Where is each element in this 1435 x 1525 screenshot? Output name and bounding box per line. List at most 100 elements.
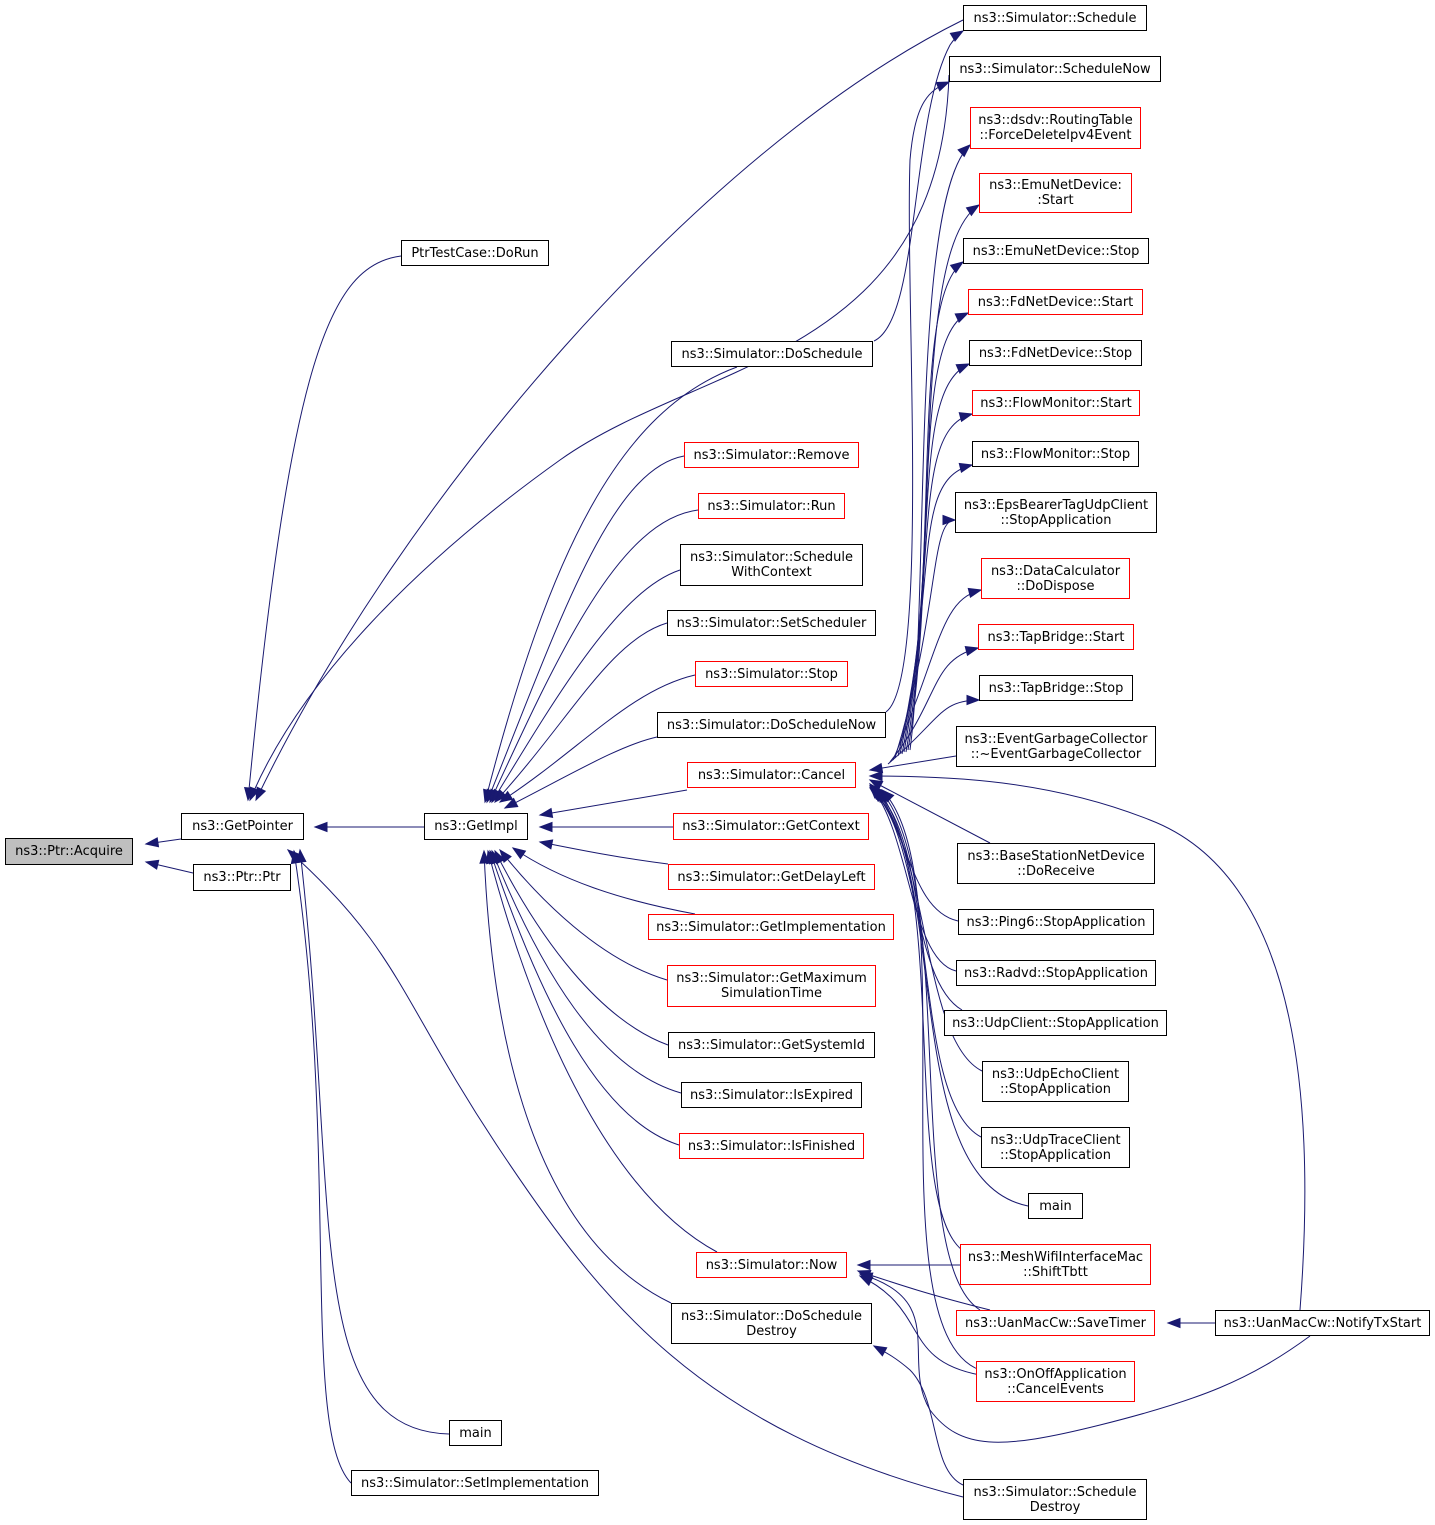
node-isfinished[interactable]: ns3::Simulator::IsFinished xyxy=(679,1133,864,1159)
node-meshwifi-shifttbtt[interactable]: ns3::MeshWifiInterfaceMac::ShiftTbtt xyxy=(960,1244,1151,1285)
arrowhead-getcontext-to-getimpl xyxy=(538,821,553,833)
node-onoffapplication-cancelevents[interactable]: ns3::OnOffApplication::CancelEvents xyxy=(976,1361,1135,1402)
node-label: ::ShiftTbtt xyxy=(1023,1264,1088,1280)
node-basestation-doreceive[interactable]: ns3::BaseStationNetDevice::DoReceive xyxy=(957,843,1155,884)
edge-getimplementation-to-getimpl xyxy=(512,847,696,915)
node-getsystemid[interactable]: ns3::Simulator::GetSystemId xyxy=(668,1032,875,1058)
node-ptr-acquire[interactable]: ns3::Ptr::Acquire xyxy=(5,838,133,865)
node-tapbridge-start[interactable]: ns3::TapBridge::Start xyxy=(978,624,1134,650)
node-flowmonitor-stop[interactable]: ns3::FlowMonitor::Stop xyxy=(972,441,1139,467)
node-label: ns3::Simulator::GetContext xyxy=(682,819,860,834)
node-main-right[interactable]: main xyxy=(1028,1193,1083,1219)
node-label: ns3::Simulator::IsFinished xyxy=(687,1138,856,1154)
node-getdelayleft[interactable]: ns3::Simulator::GetDelayLeft xyxy=(668,864,875,890)
edge-doschedule-to-getimpl xyxy=(484,366,738,803)
node-label: ns3::FlowMonitor::Start xyxy=(980,395,1132,411)
node-label: ns3::Simulator::GetImplementation xyxy=(656,919,886,935)
node-ptrtestcase-dorun[interactable]: PtrTestCase::DoRun xyxy=(401,240,549,266)
arrowhead-cancel-to-datacalc xyxy=(967,587,983,599)
node-emunetdevice-stop[interactable]: ns3::EmuNetDevice::Stop xyxy=(963,238,1149,264)
node-label: ns3::BaseStationNetDevice xyxy=(967,848,1145,864)
node-eventgarbagecollector[interactable]: ns3::EventGarbageCollector::~EventGarbag… xyxy=(956,726,1156,767)
node-getcontext[interactable]: ns3::Simulator::GetContext xyxy=(673,813,869,840)
node-datacalculator-dodispose[interactable]: ns3::DataCalculator::DoDispose xyxy=(981,558,1130,599)
edge-now-to-onoff xyxy=(859,1275,981,1376)
node-fdnetdevice-start[interactable]: ns3::FdNetDevice::Start xyxy=(968,289,1143,315)
edge-cancel-to-tapstart xyxy=(889,647,979,763)
edge-doschednow-to-schedulenow xyxy=(885,81,950,713)
node-cancel[interactable]: ns3::Simulator::Cancel xyxy=(687,762,856,788)
edge-isexpired-to-getimpl xyxy=(491,850,682,1094)
edge-cancel-to-uansave xyxy=(879,789,981,1311)
node-label: Destroy xyxy=(1029,1499,1081,1515)
arrowhead-scheddestroy-to-getpointer xyxy=(286,849,301,863)
node-label: ns3::EventGarbageCollector xyxy=(964,731,1148,747)
arrowhead-getdelayleft-to-getimpl xyxy=(538,839,554,850)
node-udpclient-stopapplication[interactable]: ns3::UdpClient::StopApplication xyxy=(944,1010,1167,1036)
node-run[interactable]: ns3::Simulator::Run xyxy=(698,493,845,519)
arrowhead-now-to-meshwifi xyxy=(856,1259,871,1271)
node-schedule[interactable]: ns3::Simulator::Schedule xyxy=(963,5,1147,31)
edge-getdelayleft-to-getimpl xyxy=(539,841,669,865)
arrowhead-cancel-to-epsbearer xyxy=(942,514,957,526)
node-remove[interactable]: ns3::Simulator::Remove xyxy=(684,442,859,468)
arrowhead-cancel-to-onoff xyxy=(881,788,895,803)
node-label: ::StopApplication xyxy=(1000,1147,1111,1163)
arrowhead-cancel-to-uannotify xyxy=(868,770,883,782)
arrowhead-cancel-to-tapstop xyxy=(966,694,981,706)
node-getpointer[interactable]: ns3::GetPointer xyxy=(181,813,304,840)
arrowhead-getimpl-to-getpointer xyxy=(313,821,328,833)
node-label: ns3::Ptr::Ptr xyxy=(203,870,281,885)
node-doschedule[interactable]: ns3::Simulator::DoSchedule xyxy=(671,341,873,367)
node-now[interactable]: ns3::Simulator::Now xyxy=(696,1252,847,1278)
node-emunetdevice-start[interactable]: ns3::EmuNetDevice::Start xyxy=(979,173,1132,213)
node-label: ns3::Simulator::Now xyxy=(705,1257,838,1273)
arrowhead-cancel-to-emustart xyxy=(965,204,981,217)
node-label: ns3::UdpEchoClient xyxy=(991,1066,1120,1082)
node-label: ns3::Ptr::Acquire xyxy=(15,844,123,859)
node-label: SimulationTime xyxy=(720,986,823,1001)
node-ptr-ptr[interactable]: ns3::Ptr::Ptr xyxy=(193,864,291,891)
node-label: ns3::Simulator::Schedule xyxy=(973,10,1137,26)
node-label: ns3::Simulator::Stop xyxy=(705,666,838,682)
arrowhead-now-to-uannotify xyxy=(858,1272,874,1283)
node-label: ns3::Simulator::GetMaximum xyxy=(676,971,867,986)
edge-scheddestroy-to-getpointer xyxy=(287,849,964,1498)
node-label: main xyxy=(459,1425,492,1441)
node-dsdv-forcedelete[interactable]: ns3::dsdv::RoutingTable::ForceDeleteIpv4… xyxy=(970,107,1141,149)
node-flowmonitor-start[interactable]: ns3::FlowMonitor::Start xyxy=(972,390,1140,416)
node-label: ns3::UanMacCw::NotifyTxStart xyxy=(1223,1315,1422,1331)
node-tapbridge-stop[interactable]: ns3::TapBridge::Stop xyxy=(979,675,1133,701)
node-udptraceclient-stopapplication[interactable]: ns3::UdpTraceClient::StopApplication xyxy=(981,1127,1130,1168)
node-uanmaccw-notifytxstart[interactable]: ns3::UanMacCw::NotifyTxStart xyxy=(1215,1310,1430,1336)
arrowhead-getmaxsim-to-getimpl xyxy=(499,848,512,864)
node-setscheduler[interactable]: ns3::Simulator::SetScheduler xyxy=(667,610,876,636)
node-label: ns3::EmuNetDevice: xyxy=(989,178,1122,193)
node-fdnetdevice-stop[interactable]: ns3::FdNetDevice::Stop xyxy=(969,340,1142,366)
node-uanmaccw-savetimer[interactable]: ns3::UanMacCw::SaveTimer xyxy=(956,1310,1155,1336)
edge-now-to-getimpl xyxy=(487,850,718,1253)
node-udpechoclient-stopapplication[interactable]: ns3::UdpEchoClient::StopApplication xyxy=(982,1061,1129,1102)
node-stop[interactable]: ns3::Simulator::Stop xyxy=(695,661,848,687)
node-label: Destroy xyxy=(746,1323,797,1339)
node-isexpired[interactable]: ns3::Simulator::IsExpired xyxy=(681,1082,862,1108)
node-label: :Start xyxy=(1037,193,1074,208)
node-getimplementation[interactable]: ns3::Simulator::GetImplementation xyxy=(648,914,894,940)
node-getimpl[interactable]: ns3::GetImpl xyxy=(424,813,528,840)
node-label: ::CancelEvents xyxy=(1007,1381,1104,1397)
node-label: ns3::GetPointer xyxy=(192,819,293,834)
node-radvd-stopapplication[interactable]: ns3::Radvd::StopApplication xyxy=(956,960,1156,986)
node-epsbearer-stopapplication[interactable]: ns3::EpsBearerTagUdpClient::StopApplicat… xyxy=(955,492,1157,533)
node-schedulenow[interactable]: ns3::Simulator::ScheduleNow xyxy=(949,56,1161,82)
node-label: ::DoReceive xyxy=(1017,863,1095,879)
edge-schedulenow-to-getpointer xyxy=(249,74,950,801)
node-main-left[interactable]: main xyxy=(449,1420,502,1446)
node-ping6-stopapplication[interactable]: ns3::Ping6::StopApplication xyxy=(958,909,1154,935)
edge-setimpl-to-getpointer xyxy=(293,850,352,1484)
node-set-implementation[interactable]: ns3::Simulator::SetImplementation xyxy=(351,1470,599,1496)
node-doschedulenow[interactable]: ns3::Simulator::DoScheduleNow xyxy=(657,712,886,738)
